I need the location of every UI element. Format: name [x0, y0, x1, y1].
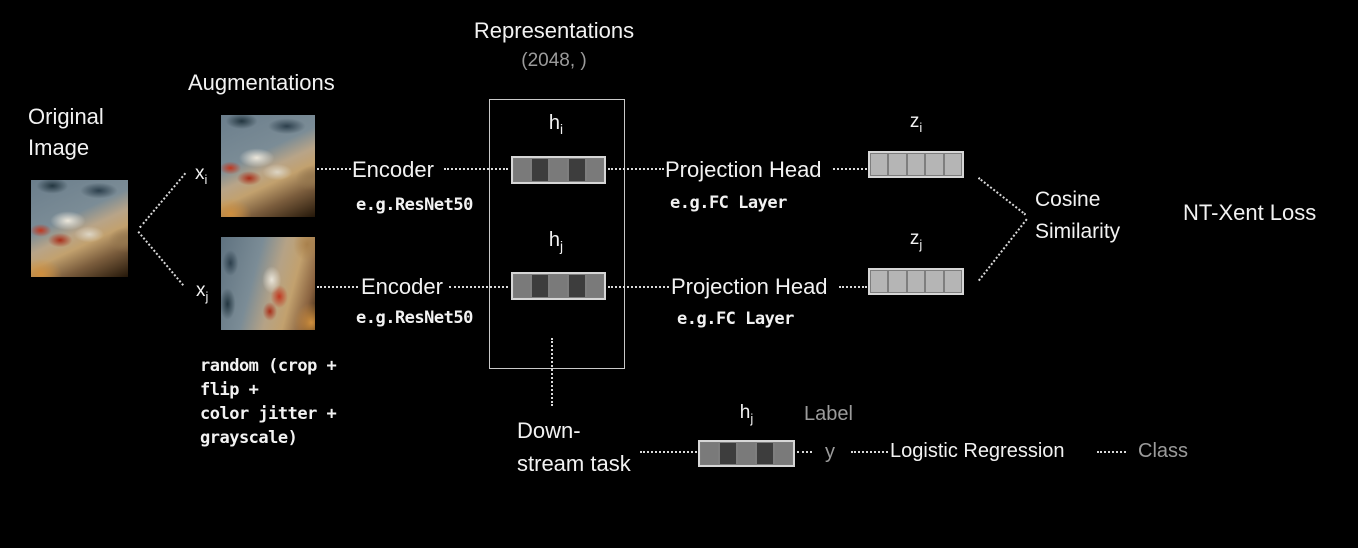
dotted-connector [640, 451, 697, 453]
projection-head-1-label: Projection Head [665, 157, 822, 182]
nt-xent-loss-label: NT-Xent Loss [1183, 200, 1317, 225]
label-text: Label [804, 403, 853, 425]
downstream-task-label: Down- stream task [517, 418, 631, 476]
vector-cell [718, 442, 738, 465]
cosine-similarity-label: Cosine Similarity [1035, 188, 1121, 243]
vector-cell [925, 153, 944, 176]
vector-cell [774, 442, 793, 465]
vector-cell [906, 153, 926, 176]
hj-downstream-label: hj [739, 402, 754, 426]
representations-shape: (2048, ) [521, 50, 587, 71]
vector-cell [888, 270, 907, 293]
dotted-connector [797, 451, 812, 453]
vector-cell [549, 274, 568, 298]
vector-cell [512, 274, 532, 298]
zj-to-cosine-dotted-line [978, 218, 1028, 282]
vector-cell [737, 442, 756, 465]
y-label: y [825, 441, 835, 463]
branch-dotted-line-bottom [137, 231, 184, 286]
vector-cell [906, 270, 926, 293]
dotted-connector [1097, 451, 1126, 453]
dotted-connector [449, 286, 508, 288]
hj-vector [511, 272, 606, 300]
vector-cell [531, 274, 550, 298]
dotted-connector [839, 286, 867, 288]
vector-cell [925, 270, 944, 293]
augmentation-note: random (crop + flip + color jitter + gra… [200, 356, 337, 448]
original-image-label: Original Image [28, 104, 104, 160]
vector-cell [531, 158, 550, 182]
dotted-connector [851, 451, 888, 453]
augmented-image-1 [221, 115, 315, 217]
vector-cell [755, 442, 775, 465]
hi-label: hi [548, 112, 564, 137]
representations-title: Representations [473, 18, 635, 43]
dotted-connector [608, 168, 664, 170]
representations-box [489, 99, 625, 369]
augmentations-label: Augmentations [188, 70, 335, 95]
zi-label: zi [909, 111, 923, 135]
vector-cell [869, 153, 889, 176]
xj-label: xj [196, 280, 209, 304]
zi-vector [868, 151, 964, 178]
dotted-connector [317, 286, 358, 288]
projection-head-1-subtitle: e.g.FC Layer [670, 193, 787, 213]
zj-vector [868, 268, 964, 295]
vector-cell [943, 270, 963, 293]
vector-cell [888, 153, 907, 176]
xi-label: xi [195, 163, 208, 187]
class-label: Class [1138, 440, 1189, 462]
box-to-downstream-dotted-line [551, 338, 553, 406]
branch-dotted-line-top [139, 172, 187, 229]
projection-head-2-label: Projection Head [671, 274, 828, 299]
original-image-thumbnail [31, 180, 128, 277]
projection-head-2-subtitle: e.g.FC Layer [677, 309, 794, 329]
logistic-regression-label: Logistic Regression [890, 440, 1065, 462]
zj-label: zj [909, 228, 923, 252]
hi-vector [511, 156, 606, 184]
vector-cell [943, 153, 963, 176]
vector-cell [700, 442, 719, 465]
vector-cell [869, 270, 889, 293]
vector-cell [549, 158, 568, 182]
dotted-connector [317, 168, 351, 170]
encoder-1-label: Encoder [352, 157, 434, 182]
vector-cell [585, 274, 605, 298]
dotted-connector [444, 168, 508, 170]
hj-label: hj [548, 229, 564, 254]
vector-cell [567, 158, 586, 182]
dotted-connector [608, 286, 669, 288]
hj-downstream-vector [698, 440, 795, 467]
vector-cell [567, 274, 586, 298]
augmented-image-2 [221, 237, 315, 330]
vector-cell [585, 158, 605, 182]
encoder-2-subtitle: e.g.ResNet50 [356, 308, 473, 328]
encoder-1-subtitle: e.g.ResNet50 [356, 195, 473, 215]
dotted-connector [833, 168, 867, 170]
zi-to-cosine-dotted-line [977, 177, 1027, 216]
vector-cell [512, 158, 532, 182]
encoder-2-label: Encoder [361, 274, 443, 299]
